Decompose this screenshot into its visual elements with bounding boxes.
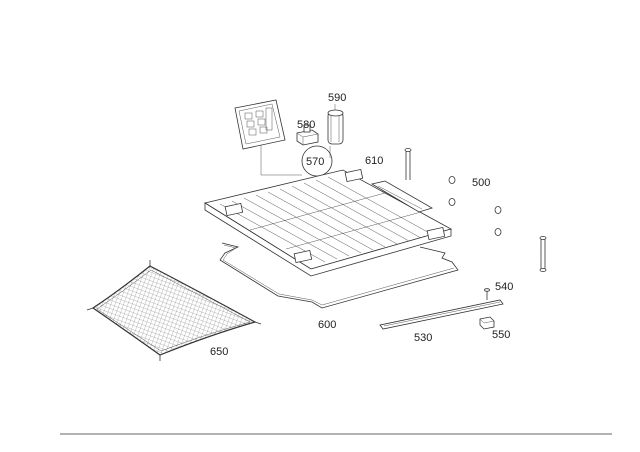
label-540: 540 [495, 281, 513, 293]
part-500-divider-rails [404, 148, 547, 272]
part-550-clip [479, 316, 495, 330]
part-570-panel [234, 99, 331, 176]
label-610: 610 [365, 155, 383, 167]
part-610-load-floor [203, 168, 453, 277]
part-650-cargo-net [86, 260, 262, 361]
label-600: 600 [318, 319, 336, 331]
label-550: 550 [492, 329, 510, 341]
label-570: 570 [306, 156, 324, 168]
part-590-cylinder [327, 104, 344, 145]
part-530-rail [379, 299, 504, 330]
label-650: 650 [210, 346, 228, 358]
part-600-floor-mat [219, 242, 459, 309]
label-500: 500 [472, 177, 490, 189]
label-590: 590 [328, 92, 346, 104]
part-580-clip [296, 124, 319, 146]
label-580: 580 [297, 119, 315, 131]
part-540-screw [484, 288, 490, 300]
label-530: 530 [414, 332, 432, 344]
